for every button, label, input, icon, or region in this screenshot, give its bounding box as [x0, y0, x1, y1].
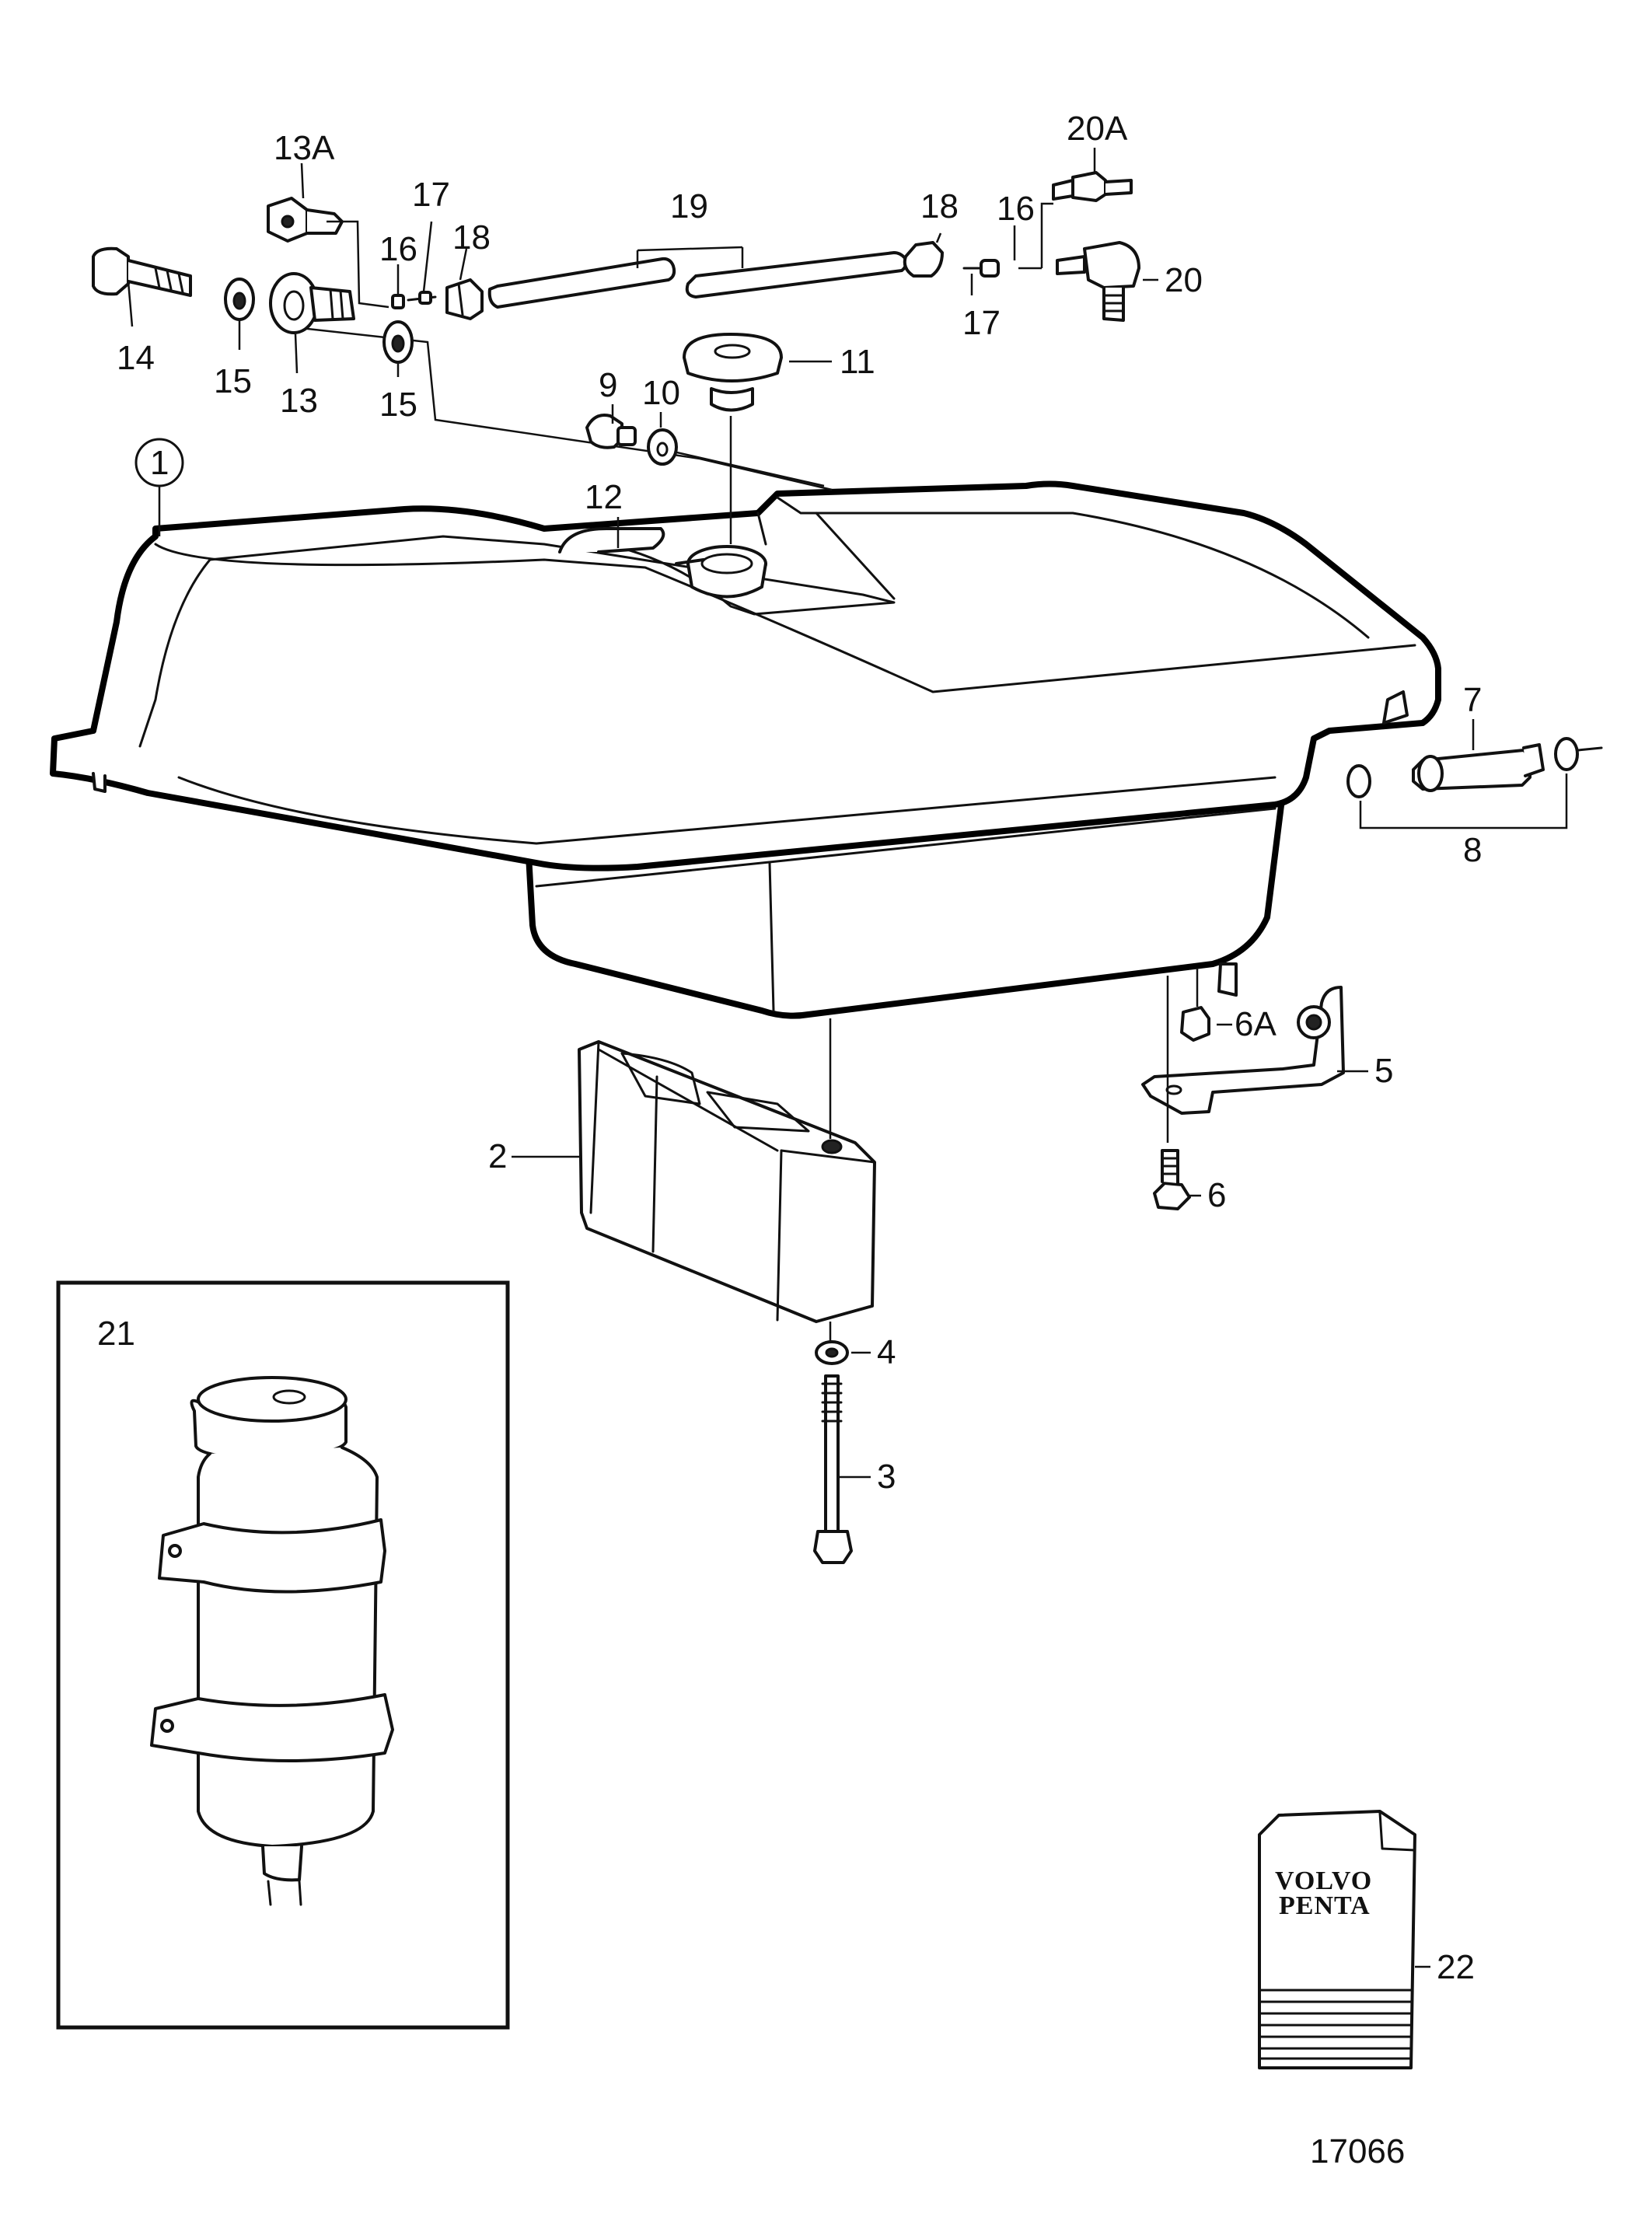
nut-6a [1180, 1006, 1210, 1042]
callout-8: 8 [1463, 831, 1482, 869]
callout-11: 11 [840, 343, 875, 381]
callout-13: 13 [280, 382, 318, 420]
callout-15-right: 15 [379, 386, 417, 424]
callout-20: 20 [1165, 261, 1203, 299]
callout-12: 12 [585, 478, 623, 516]
instruction-booklet: VOLVO PENTA [1258, 1810, 1416, 2069]
callout-19: 19 [670, 187, 708, 225]
drawing-number: 17066 [1310, 2132, 1405, 2170]
callout-13a: 13A [274, 129, 335, 167]
washer-4 [815, 1340, 849, 1365]
callout-7: 7 [1463, 681, 1482, 719]
callout-16-left: 16 [379, 230, 417, 268]
straight-fitting [1052, 171, 1133, 202]
callout-17-right: 17 [962, 304, 1001, 342]
bracket [1141, 986, 1345, 1115]
filler-cap [683, 333, 783, 412]
banjo-union [269, 272, 355, 334]
callout-20a: 20A [1067, 110, 1128, 148]
callout-6a: 6A [1235, 1005, 1277, 1043]
plug [585, 414, 637, 449]
booklet-brand-line2: PENTA [1279, 1891, 1371, 1920]
callout-14: 14 [117, 339, 155, 377]
callout-5: 5 [1374, 1052, 1393, 1090]
inset-frame [56, 1280, 510, 2030]
banjo-bolt [92, 246, 192, 327]
bolt-3 [813, 1374, 853, 1564]
angled-fitting [267, 197, 389, 309]
callout-21: 21 [97, 1315, 135, 1353]
callout-22: 22 [1437, 1948, 1475, 1986]
callout-2: 2 [488, 1137, 507, 1175]
washer [647, 428, 678, 466]
callout-18-left: 18 [452, 218, 491, 257]
support-block [578, 1040, 876, 1323]
pipe-nipple [1346, 737, 1603, 798]
callout-16-right: 16 [997, 190, 1035, 228]
callout-circle-1 [134, 438, 184, 487]
screw-6 [1153, 1149, 1191, 1210]
callout-18-right: 18 [920, 187, 959, 225]
callout-1: 1 [150, 444, 169, 482]
booklet-brand-line1: VOLVO [1275, 1867, 1372, 1895]
reservoir-bottle [150, 1376, 394, 1906]
callout-10: 10 [642, 374, 680, 412]
callout-3: 3 [877, 1458, 896, 1496]
callout-6: 6 [1207, 1176, 1226, 1214]
callout-17-left: 17 [412, 176, 450, 214]
expansion-tank [50, 480, 1441, 1019]
callout-9: 9 [599, 366, 617, 404]
callout-4: 4 [877, 1333, 896, 1371]
callout-15-left: 15 [214, 362, 252, 400]
elbow-fitting [1056, 241, 1140, 322]
